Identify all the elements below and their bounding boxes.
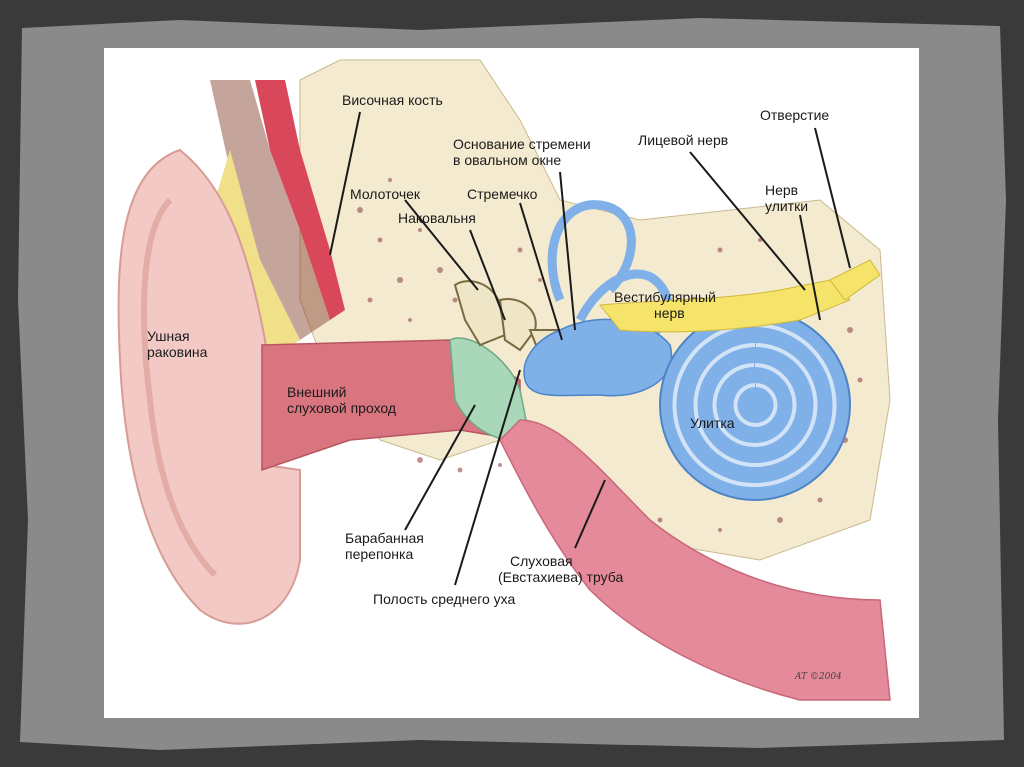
label-ear-canal: Внешний слуховой проход — [287, 384, 397, 416]
eustachian-tube-shape — [499, 419, 891, 701]
skull-layer — [210, 80, 330, 340]
label-cochlea: Улитка — [690, 415, 735, 431]
cochlea-spiral — [672, 323, 837, 487]
label-incus: Наковальня — [398, 210, 476, 226]
label-vestibular-nerve: Вестибулярный нерв — [614, 289, 716, 321]
incus-shape — [498, 298, 537, 352]
label-auricle: Ушная раковина — [147, 328, 208, 360]
cochlea-shape — [659, 309, 851, 501]
label-middle-ear: Полость среднего уха — [373, 591, 516, 607]
label-stapes-base: Основание стремени в овальном окне — [453, 136, 591, 168]
label-eustachian-tube: Слуховая (Евстахиева) труба — [498, 553, 624, 585]
auricle-fold — [141, 197, 218, 578]
fat-layer — [215, 150, 300, 360]
muscle-layer — [255, 80, 345, 320]
label-cochlear-nerve: Нерв улитки — [765, 182, 809, 214]
auricle-shape — [117, 148, 301, 625]
label-temporal-bone: Височная кость — [342, 92, 443, 108]
label-stapes: Стремечко — [467, 186, 538, 202]
artist-signature: AT ©2004 — [795, 672, 842, 682]
label-eardrum: Барабанная перепонка — [345, 530, 424, 562]
label-facial-nerve: Лицевой нерв — [638, 132, 729, 148]
label-malleus: Молоточек — [350, 186, 421, 202]
label-opening: Отверстие — [760, 107, 830, 123]
leader-lines — [329, 111, 851, 586]
nerve-bundle — [599, 259, 881, 333]
malleus-shape — [453, 280, 507, 347]
bone-texture — [357, 178, 863, 532]
